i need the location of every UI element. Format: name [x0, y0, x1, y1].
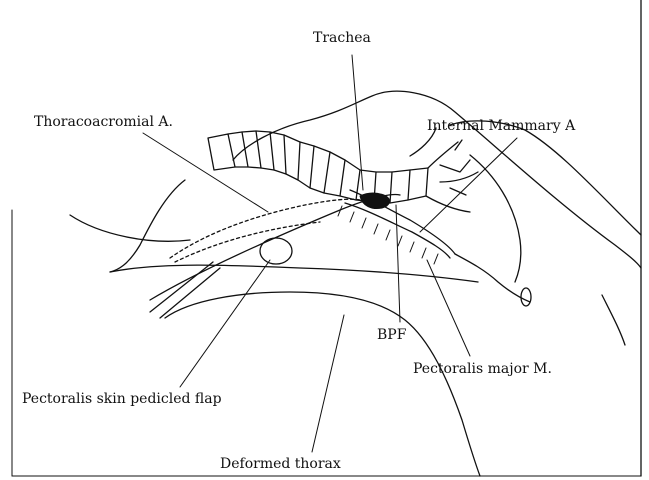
thoracoacromial-artery [150, 262, 220, 318]
upper-body-contour [110, 180, 185, 272]
mammary-vessels [440, 140, 470, 195]
shoulder-contour [450, 121, 641, 235]
leader-internal-mammary [420, 138, 517, 232]
fistula-shading [360, 193, 389, 209]
label-trachea: Trachea [313, 30, 371, 46]
label-thoracoacromial-artery: Thoracoacromial A. [34, 114, 173, 130]
trachea-rings [208, 131, 428, 203]
leader-bpf [396, 205, 400, 322]
leader-flap [180, 260, 270, 387]
lower-right-curve [602, 295, 625, 345]
label-pectoralis-major: Pectoralis major M. [413, 361, 552, 377]
flap-pedicle-dotted [170, 199, 360, 258]
deformed-thorax-contour [165, 292, 480, 476]
bronchus-branch [410, 128, 478, 212]
pectoralis-muscle-outline [455, 254, 530, 302]
leader-trachea [352, 55, 363, 190]
skin-paddle [260, 238, 292, 264]
inner-chest-contour [470, 155, 521, 282]
left-lower-curve [70, 215, 190, 241]
label-pectoralis-flap: Pectoralis skin pedicled flap [22, 391, 222, 407]
label-internal-mammary-artery: Internal Mammary A [427, 118, 575, 134]
flap-tip [521, 288, 531, 306]
leader-deformed-thorax [312, 315, 344, 452]
leader-pectoralis-major [427, 260, 470, 356]
label-deformed-thorax: Deformed thorax [220, 456, 341, 472]
chest-wall-contour [110, 265, 478, 282]
label-bpf: BPF [377, 327, 406, 343]
muscle-fiber-ticks [338, 206, 438, 264]
